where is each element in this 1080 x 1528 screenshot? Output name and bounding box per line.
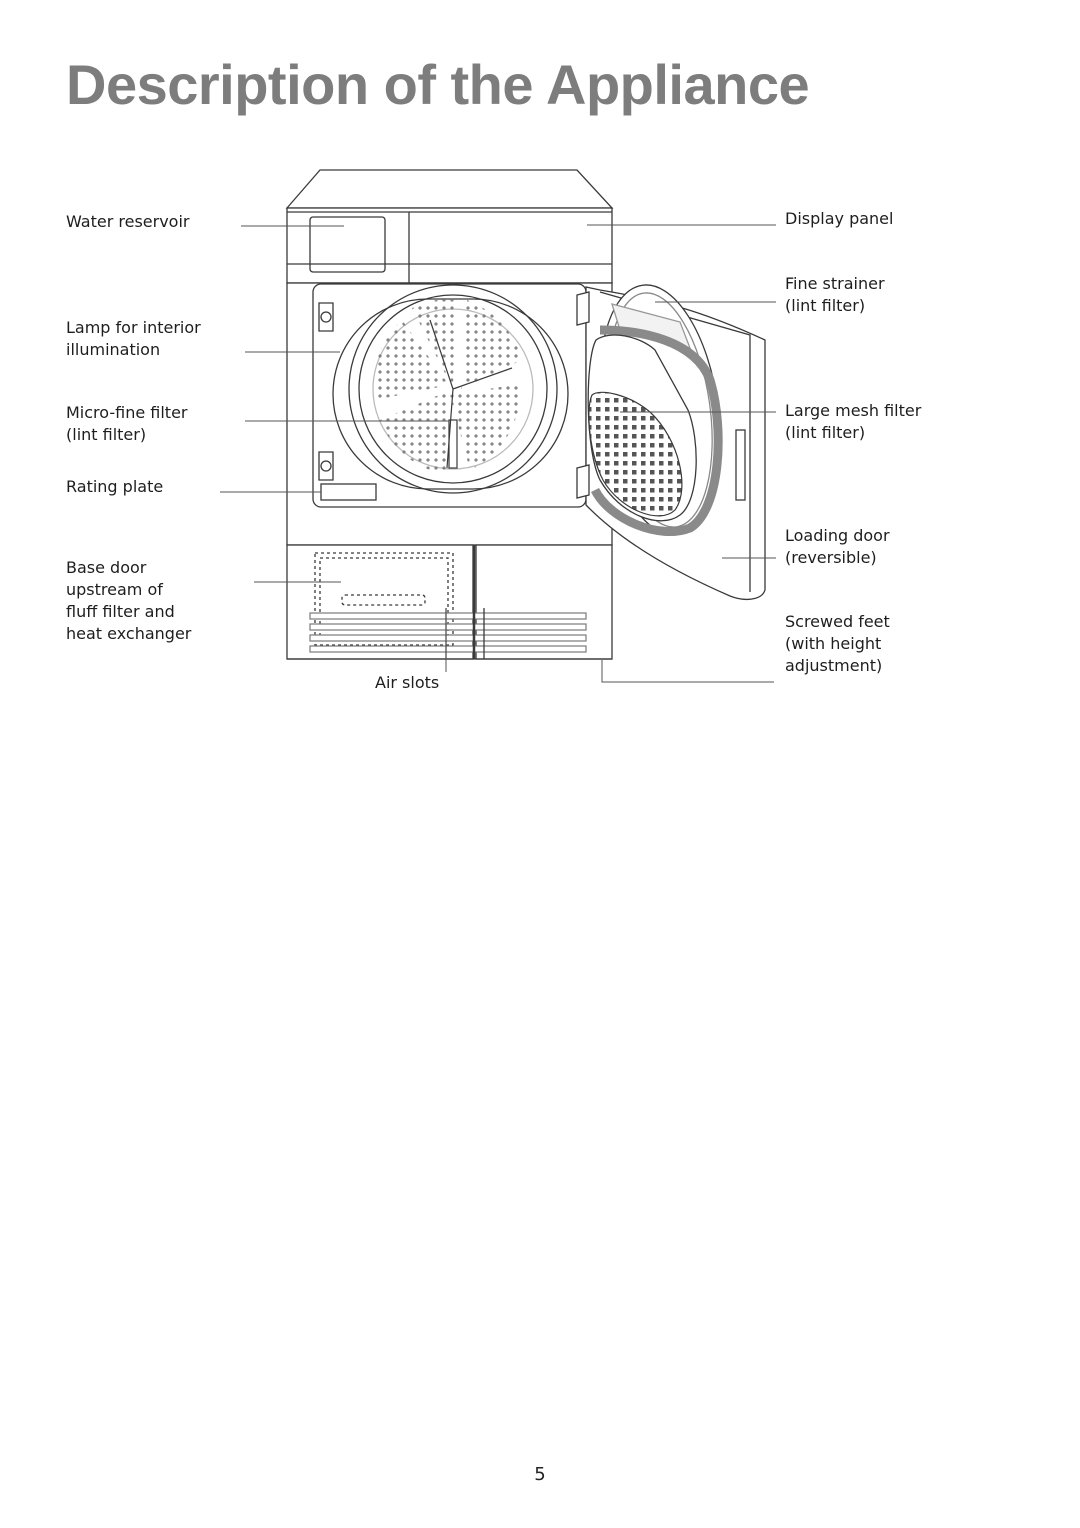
- water-reservoir: [309, 216, 386, 273]
- leader-lines: [220, 224, 776, 683]
- label-water-reservoir: Water reservoir: [66, 211, 190, 233]
- label-line: Base door: [66, 558, 147, 577]
- label-line: (lint filter): [66, 425, 147, 444]
- label-line: Screwed feet: [785, 612, 890, 631]
- label-line: Display panel: [785, 209, 894, 228]
- label-micro-fine-filter: Micro-fine filter (lint filter): [66, 402, 188, 446]
- air-slots: [309, 612, 587, 653]
- label-line: heat exchanger: [66, 624, 192, 643]
- label-line: Large mesh filter: [785, 401, 922, 420]
- hinge-bottom: [318, 451, 334, 481]
- label-line: (lint filter): [785, 423, 866, 442]
- label-rating-plate: Rating plate: [66, 476, 163, 498]
- label-line: Fine strainer: [785, 274, 885, 293]
- label-line: Air slots: [375, 673, 440, 692]
- label-line: (lint filter): [785, 296, 866, 315]
- drum-opening: [348, 284, 558, 494]
- control-panel: [286, 207, 613, 284]
- hinge-top: [318, 302, 334, 332]
- label-display-panel: Display panel: [785, 208, 893, 230]
- label-air-slots: Air slots: [375, 672, 439, 694]
- label-line: Water reservoir: [66, 212, 190, 231]
- label-fine-strainer: Fine strainer (lint filter): [785, 273, 885, 317]
- page-title: Description of the Appliance: [66, 53, 810, 116]
- label-base-door: Base door upstream of fluff filter and h…: [66, 557, 191, 645]
- page-number: 5: [534, 1464, 546, 1485]
- dryer-diagram: [220, 169, 776, 683]
- label-line: Loading door: [785, 526, 890, 545]
- label-line: fluff filter and: [66, 602, 175, 621]
- label-line: (with height: [785, 634, 882, 653]
- label-line: Micro-fine filter: [66, 403, 188, 422]
- label-line: illumination: [66, 340, 161, 359]
- drum-perforations: [373, 298, 522, 475]
- label-line: upstream of: [66, 580, 163, 599]
- label-line: adjustment): [785, 656, 883, 675]
- label-lamp-interior-illumination: Lamp for interior illumination: [66, 317, 201, 361]
- top-lid: [285, 169, 614, 209]
- label-large-mesh-filter: Large mesh filter (lint filter): [785, 400, 921, 444]
- label-line: (reversible): [785, 548, 877, 567]
- label-loading-door: Loading door (reversible): [785, 525, 890, 569]
- micro-fine-filter: [448, 419, 458, 469]
- label-line: Rating plate: [66, 477, 164, 496]
- label-line: Lamp for interior: [66, 318, 201, 337]
- label-screwed-feet: Screwed feet (with height adjustment): [785, 611, 890, 677]
